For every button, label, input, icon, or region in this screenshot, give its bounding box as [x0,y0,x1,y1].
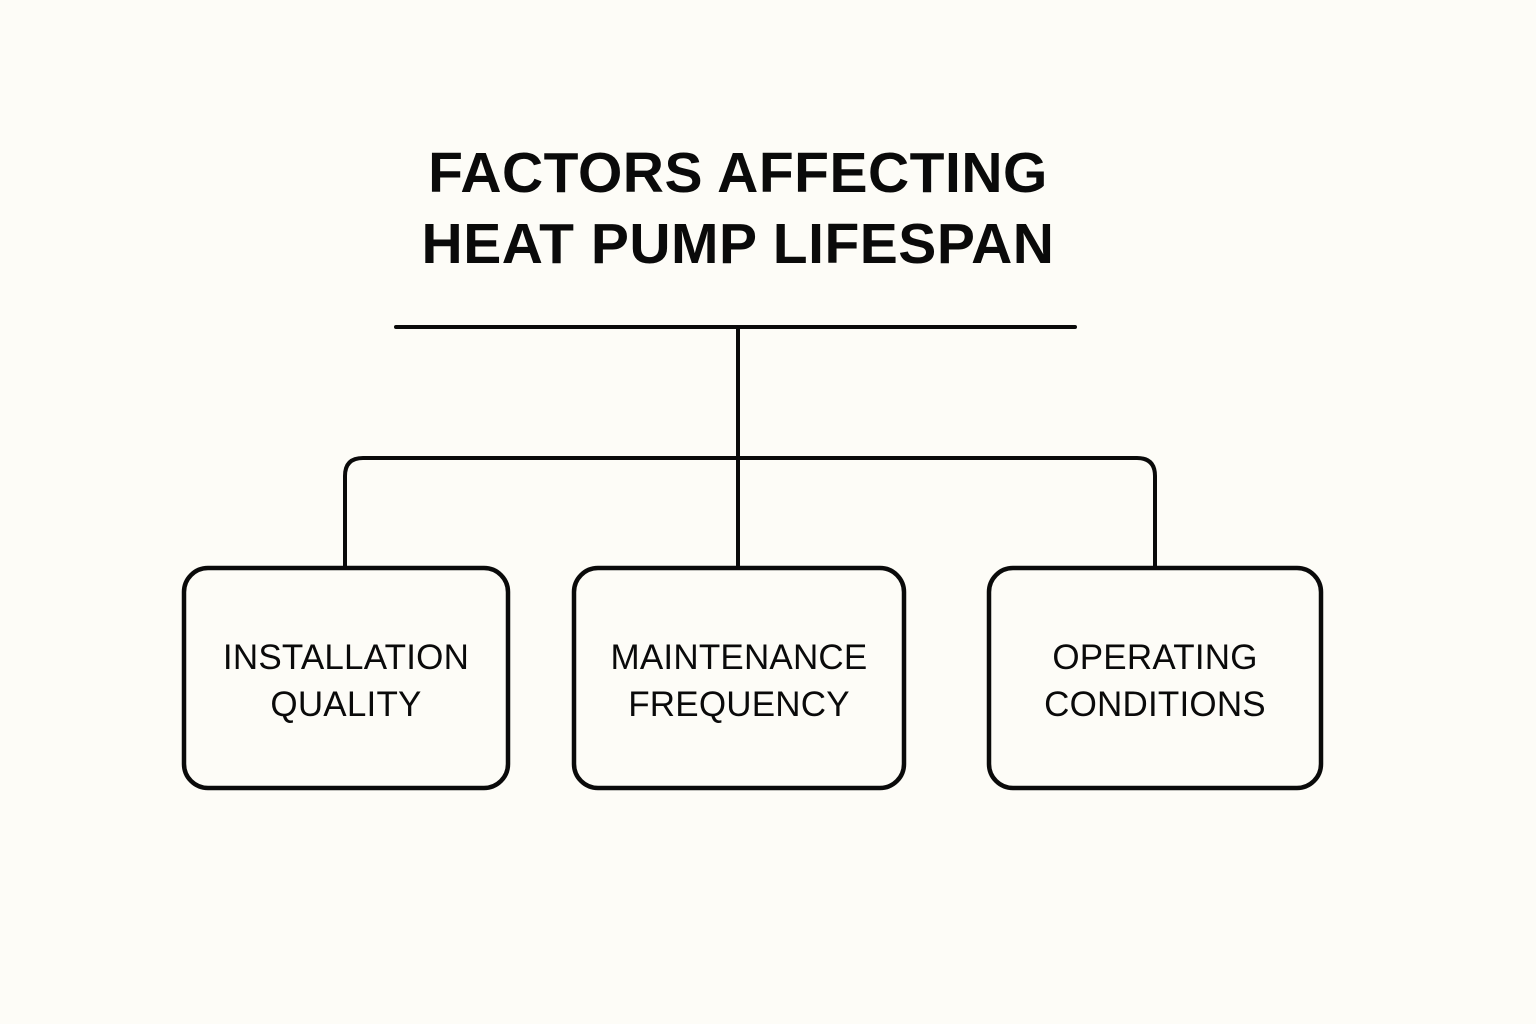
node-installation-quality-line-2: QUALITY [270,685,421,724]
node-operating-conditions[interactable]: OPERATING CONDITIONS [986,565,1324,791]
title-line-1: FACTORS AFFECTING [428,141,1048,205]
diagram-title: FACTORS AFFECTING HEAT PUMP LIFESPAN [422,141,1055,276]
node-maintenance-frequency-line-1: MAINTENANCE [611,638,868,677]
node-maintenance-frequency-line-2: FREQUENCY [628,685,850,724]
branch-bus-connector [343,456,1157,570]
node-installation-quality[interactable]: INSTALLATION QUALITY [181,565,511,791]
node-installation-quality-line-1: INSTALLATION [223,638,469,677]
node-maintenance-frequency-box[interactable] [571,565,907,791]
node-operating-conditions-line-1: OPERATING [1052,638,1257,677]
node-operating-conditions-line-2: CONDITIONS [1044,685,1266,724]
node-installation-quality-box[interactable] [181,565,511,791]
node-operating-conditions-box[interactable] [986,565,1324,791]
title-line-2: HEAT PUMP LIFESPAN [422,212,1055,276]
node-maintenance-frequency[interactable]: MAINTENANCE FREQUENCY [571,565,907,791]
